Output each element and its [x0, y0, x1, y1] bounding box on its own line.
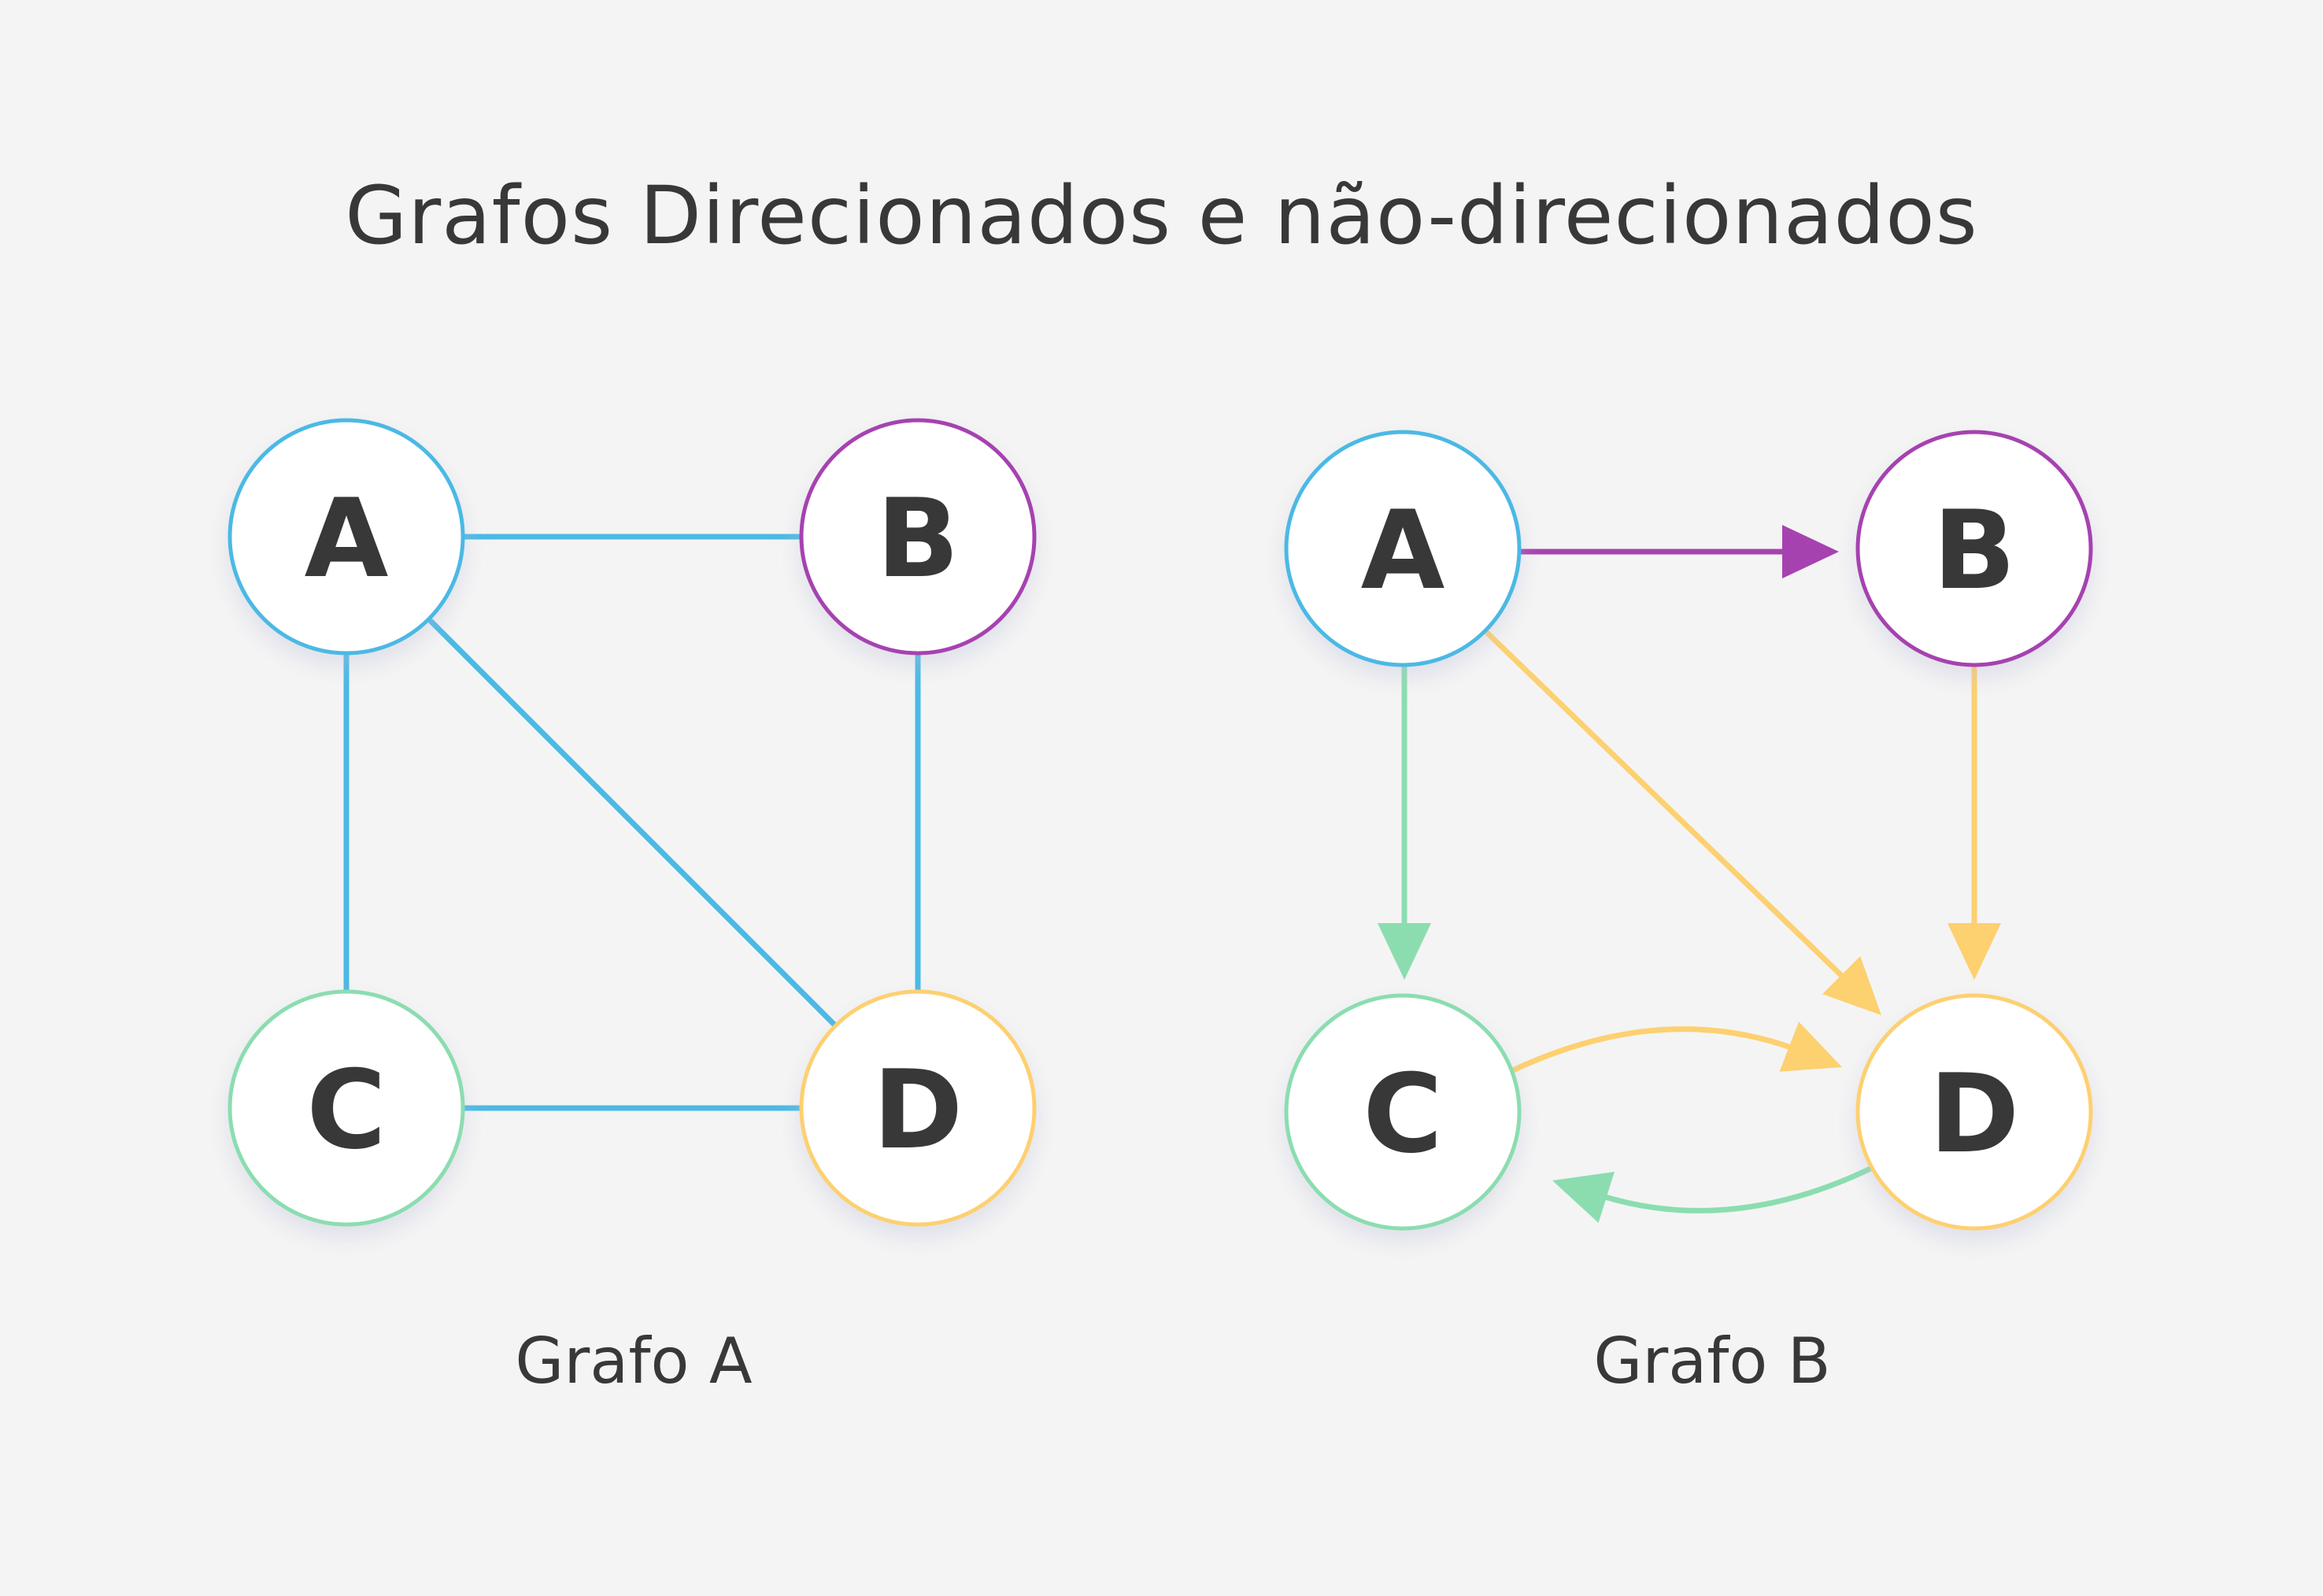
graph-b-edges: [1378, 525, 2001, 1223]
edge-c-d: [1511, 1022, 1842, 1073]
edge-a-d: [427, 617, 838, 1028]
node-label: A: [305, 475, 389, 602]
graph-a-nodes: A B C D: [227, 418, 1037, 1227]
node-c: C: [227, 989, 465, 1227]
graph-a-edges: [343, 534, 921, 1111]
node-a: A: [1284, 430, 1522, 667]
edge-c-d-line: [1511, 1026, 1795, 1073]
graph-b: A B C D: [1284, 430, 2093, 1231]
node-circle: [227, 418, 465, 656]
node-circle: [227, 989, 465, 1227]
edge-a-b: [1519, 525, 1839, 578]
node-label: A: [1361, 487, 1445, 614]
node-a: A: [227, 418, 465, 656]
graph-b-nodes: A B C D: [1284, 430, 2093, 1231]
edge-a-c: [1378, 665, 1431, 980]
node-label: C: [1363, 1051, 1442, 1177]
edge-a-c-arrowhead: [1378, 923, 1431, 980]
node-label: C: [306, 1047, 386, 1173]
node-circle: [1284, 993, 1522, 1231]
node-b: B: [799, 418, 1037, 656]
node-label: D: [873, 1047, 964, 1173]
edge-b-d: [1948, 665, 2001, 980]
graph-b-caption: Grafo B: [1593, 1324, 1831, 1398]
edge-d-c-line: [1601, 1165, 1874, 1214]
node-circle: [799, 418, 1037, 656]
node-circle: [1855, 993, 2093, 1231]
node-circle: [1284, 430, 1522, 667]
node-c: C: [1284, 993, 1522, 1231]
edge-c-d-arrowhead: [1779, 1022, 1842, 1072]
edge-a-d: [1481, 627, 1881, 1015]
edge-a-d-line: [1481, 627, 1851, 985]
edge-a-d-arrowhead: [1822, 956, 1881, 1015]
node-label: B: [1933, 487, 2015, 614]
node-circle: [799, 989, 1037, 1227]
page-title: Grafos Direcionados e não-direcionados: [345, 169, 1978, 263]
node-label: D: [1929, 1051, 2020, 1177]
graph-a-caption: Grafo A: [515, 1324, 753, 1398]
edge-d-c: [1552, 1165, 1874, 1223]
node-d: D: [1855, 993, 2093, 1231]
node-b: B: [1855, 430, 2093, 667]
node-label: B: [876, 475, 959, 602]
node-d: D: [799, 989, 1037, 1227]
edge-d-c-arrowhead: [1552, 1172, 1615, 1223]
edge-a-b-arrowhead: [1782, 525, 1839, 578]
edge-b-d-arrowhead: [1948, 923, 2001, 980]
graph-a: A B C D: [227, 418, 1037, 1227]
node-circle: [1855, 430, 2093, 667]
